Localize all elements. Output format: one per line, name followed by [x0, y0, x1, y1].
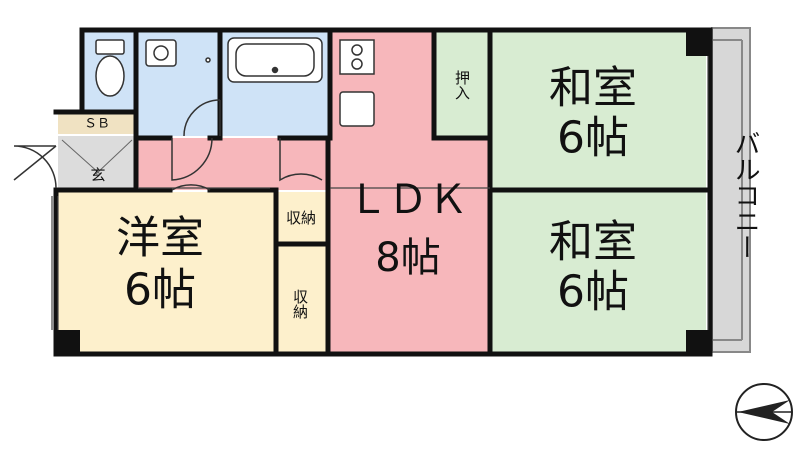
washitsu-bottom-name: 和室 [549, 217, 637, 268]
balcony-name: バルコニー [730, 130, 760, 260]
washitsu-bottom-area [490, 192, 706, 352]
shoe-box-name: ＳＢ [84, 117, 110, 132]
bathtub-icon [227, 37, 323, 83]
stove-icon [339, 39, 375, 75]
storage-small-area [276, 192, 326, 242]
hall-area [138, 138, 330, 190]
youshitsu-area [58, 192, 274, 352]
washitsu-top-size: 6帖 [557, 113, 629, 164]
youshitsu-size: 6帖 [124, 265, 196, 316]
compass-icon [735, 383, 793, 441]
toilet-icon [95, 39, 125, 97]
closet-top-area [436, 32, 488, 136]
ldk-size: 8帖 [375, 235, 440, 281]
entrance-pattern [61, 139, 133, 175]
shoe-box-area [58, 114, 136, 134]
ldk-name: ＬＤＫ [348, 177, 468, 223]
doors [13, 99, 323, 191]
youshitsu-name: 洋室 [116, 213, 204, 264]
entrance-area [58, 136, 136, 190]
closet-top-name: 押入 [453, 70, 471, 100]
washitsu-top-name: 和室 [549, 63, 637, 114]
sink-icon [339, 91, 375, 127]
columns [56, 30, 710, 354]
storage-tall-name: 収納 [291, 289, 309, 320]
washitsu-top-area [490, 32, 706, 190]
entrance-name: 玄 [90, 166, 105, 184]
washbasin-icon [145, 39, 211, 67]
storage-small-name: 収納 [286, 209, 316, 227]
washitsu-bottom-size: 6帖 [557, 267, 629, 318]
storage-tall-area [276, 246, 326, 352]
